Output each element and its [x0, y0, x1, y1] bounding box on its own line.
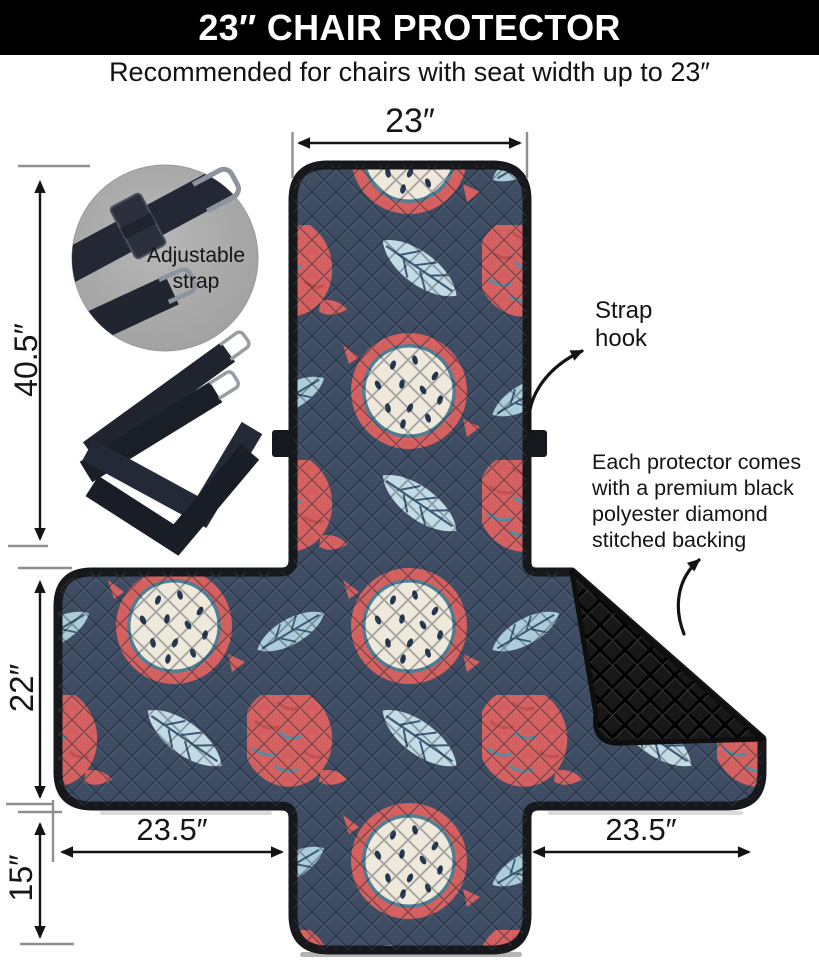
metal-hook-icon [191, 166, 241, 214]
strap-hook-arrow [527, 349, 584, 436]
product-subtitle: Recommended for chairs with seat width u… [109, 57, 710, 87]
adjustable-strap-label: Adjustable strap [146, 244, 246, 293]
folded-corner-backing [569, 569, 765, 746]
backing-note: Each protector comes with a premium blac… [592, 450, 802, 552]
strap-pile [79, 330, 263, 556]
right-width-dimension: 23.5″ [605, 812, 677, 847]
top-width-dimension: 23″ [385, 102, 435, 140]
strap-buckle [109, 192, 167, 260]
metal-hook-icon [158, 267, 198, 304]
front-height-dimension: 15″ [3, 854, 39, 902]
page-title: 23″ CHAIR PROTECTOR [198, 7, 621, 48]
dimension-arrows [34, 137, 751, 939]
strap-hook-label: Strap hook [595, 297, 653, 353]
back-height-dimension: 40.5″ [8, 323, 44, 397]
measurement-ticks [6, 132, 529, 946]
seat-height-dimension: 22″ [3, 663, 40, 713]
backing-arrow [676, 558, 701, 636]
left-width-dimension: 23.5″ [136, 812, 208, 847]
title-bar: 23″ CHAIR PROTECTOR [0, 0, 819, 55]
